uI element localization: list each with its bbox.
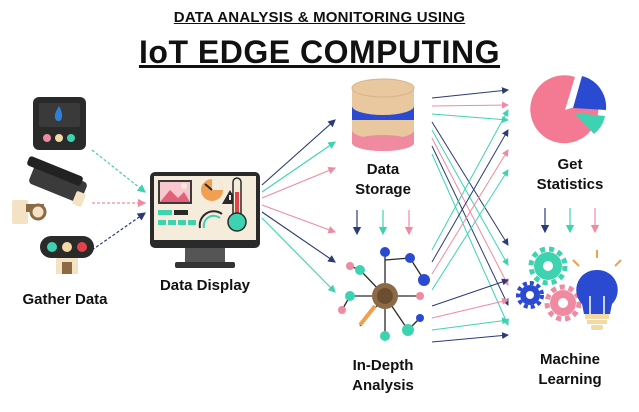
label-machine-learning-line1: Machine bbox=[539, 351, 600, 368]
lightbulb-icon bbox=[572, 250, 622, 330]
label-in-depth-analysis-line2: Analysis bbox=[352, 377, 414, 394]
arrows-to-statistics-ml bbox=[431, 87, 509, 343]
label-data-storage-line1: Data bbox=[366, 161, 400, 178]
gear-teal-icon bbox=[528, 246, 568, 286]
arrows-statistics-to-ml bbox=[540, 208, 600, 234]
monitor-dashboard-icon bbox=[150, 172, 260, 268]
sensor-device-icon bbox=[33, 97, 86, 150]
arrows-display-to-storage-analysis bbox=[261, 119, 337, 293]
pie-chart-icon bbox=[530, 75, 607, 144]
label-get-statistics: Get Statistics bbox=[515, 155, 625, 195]
gear-pink-icon bbox=[544, 284, 582, 322]
traffic-light-icon bbox=[40, 236, 94, 274]
label-get-statistics-line2: Statistics bbox=[536, 176, 604, 193]
label-machine-learning: Machine Learning bbox=[515, 350, 625, 390]
cctv-camera-icon bbox=[12, 156, 87, 224]
label-data-display: Data Display bbox=[159, 277, 251, 294]
network-nodes bbox=[338, 247, 430, 341]
label-data-storage-line2: Storage bbox=[355, 181, 411, 198]
database-icon bbox=[351, 78, 415, 151]
label-in-depth-analysis: In-Depth Analysis bbox=[323, 356, 443, 396]
arrows-storage-to-analysis bbox=[352, 210, 414, 236]
title-line-2: IoT EDGE COMPUTING bbox=[139, 34, 500, 70]
gear-blue-icon bbox=[516, 281, 544, 309]
gears-lightbulb-icon bbox=[516, 246, 622, 330]
label-in-depth-analysis-line1: In-Depth bbox=[352, 357, 414, 374]
arrows-gather-to-display bbox=[91, 149, 147, 251]
title-line-1: DATA ANALYSIS & MONITORING USING bbox=[173, 9, 466, 26]
label-gather-data: Gather Data bbox=[22, 291, 108, 308]
label-data-storage: Data Storage bbox=[333, 160, 433, 200]
label-machine-learning-line2: Learning bbox=[538, 371, 602, 388]
label-get-statistics-line1: Get bbox=[557, 156, 583, 173]
